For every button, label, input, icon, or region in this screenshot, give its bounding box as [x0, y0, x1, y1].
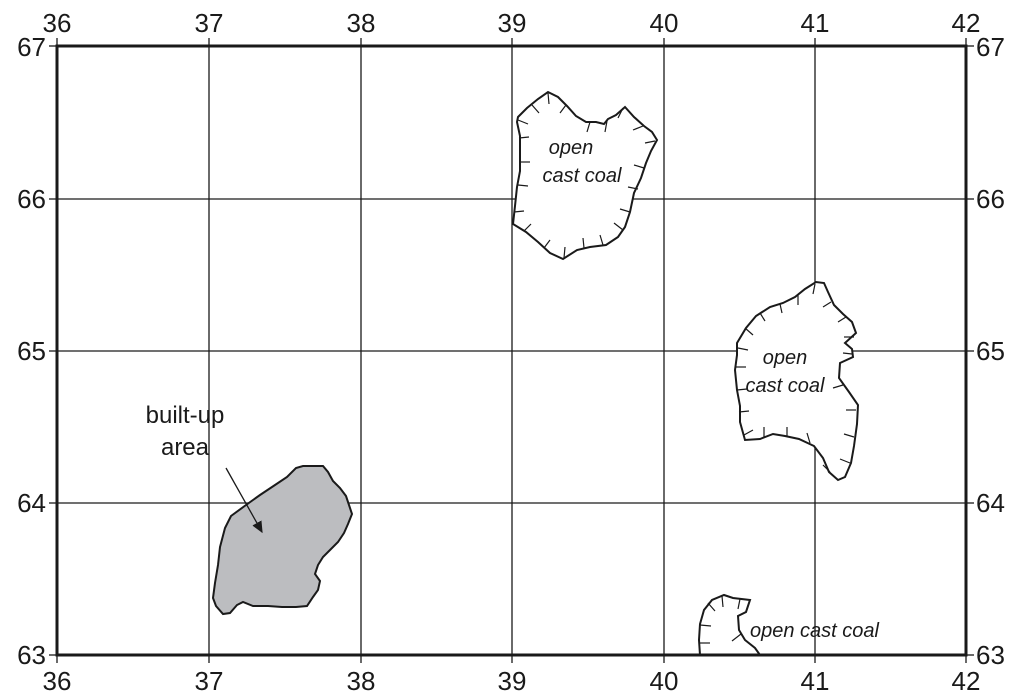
right-label-63: 63: [976, 640, 1005, 670]
right-label-66: 66: [976, 184, 1005, 214]
right-label-64: 64: [976, 488, 1005, 518]
right-label-67: 67: [976, 32, 1005, 62]
left-label-64: 64: [17, 488, 46, 518]
right-northing-labels: 67 66 65 64 63: [976, 32, 1005, 670]
left-label-65: 65: [17, 336, 46, 366]
top-easting-labels: 36 37 38 39 40 41 42: [43, 8, 981, 38]
bottom-label-41: 41: [801, 666, 830, 696]
top-label-40: 40: [650, 8, 679, 38]
right-label-65: 65: [976, 336, 1005, 366]
left-northing-labels: 67 66 65 64 63: [17, 32, 46, 670]
left-label-63: 63: [17, 640, 46, 670]
bottom-label-37: 37: [195, 666, 224, 696]
bottom-label-39: 39: [498, 666, 527, 696]
open-cast-coal-east-hachures: [735, 283, 856, 473]
open-cast-coal-north-hachures: [513, 92, 656, 259]
open-cast-coal-south-label: open cast coal: [750, 620, 880, 642]
built-up-label-arrow: [225, 467, 263, 534]
open-cast-coal-north: open cast coal: [511, 90, 659, 261]
top-label-39: 39: [498, 8, 527, 38]
bottom-label-36: 36: [43, 666, 72, 696]
open-cast-coal-east-label-line1: open: [763, 347, 808, 369]
top-label-41: 41: [801, 8, 830, 38]
built-up-area: built-up area: [146, 402, 354, 616]
top-label-36: 36: [43, 8, 72, 38]
open-cast-coal-south-hachures: [699, 595, 742, 644]
open-cast-coal-east: open cast coal: [733, 280, 860, 482]
open-cast-coal-east-outline: [733, 280, 860, 482]
open-cast-coal-north-label-line1: open: [549, 137, 594, 159]
map-frame: [55, 44, 968, 657]
top-label-42: 42: [952, 8, 981, 38]
bottom-label-38: 38: [347, 666, 376, 696]
open-cast-coal-south: open cast coal: [697, 593, 880, 656]
built-up-label-line2: area: [161, 434, 210, 461]
open-cast-coal-east-label-line2: cast coal: [746, 375, 825, 397]
bottom-label-42: 42: [952, 666, 981, 696]
built-up-area-shape: [211, 465, 354, 616]
top-label-38: 38: [347, 8, 376, 38]
bottom-easting-labels: 36 37 38 39 40 41 42: [43, 666, 981, 696]
built-up-label-line1: built-up: [146, 402, 225, 429]
left-label-66: 66: [17, 184, 46, 214]
open-cast-coal-north-label-line2: cast coal: [543, 165, 622, 187]
bottom-label-40: 40: [650, 666, 679, 696]
top-label-37: 37: [195, 8, 224, 38]
left-label-67: 67: [17, 32, 46, 62]
